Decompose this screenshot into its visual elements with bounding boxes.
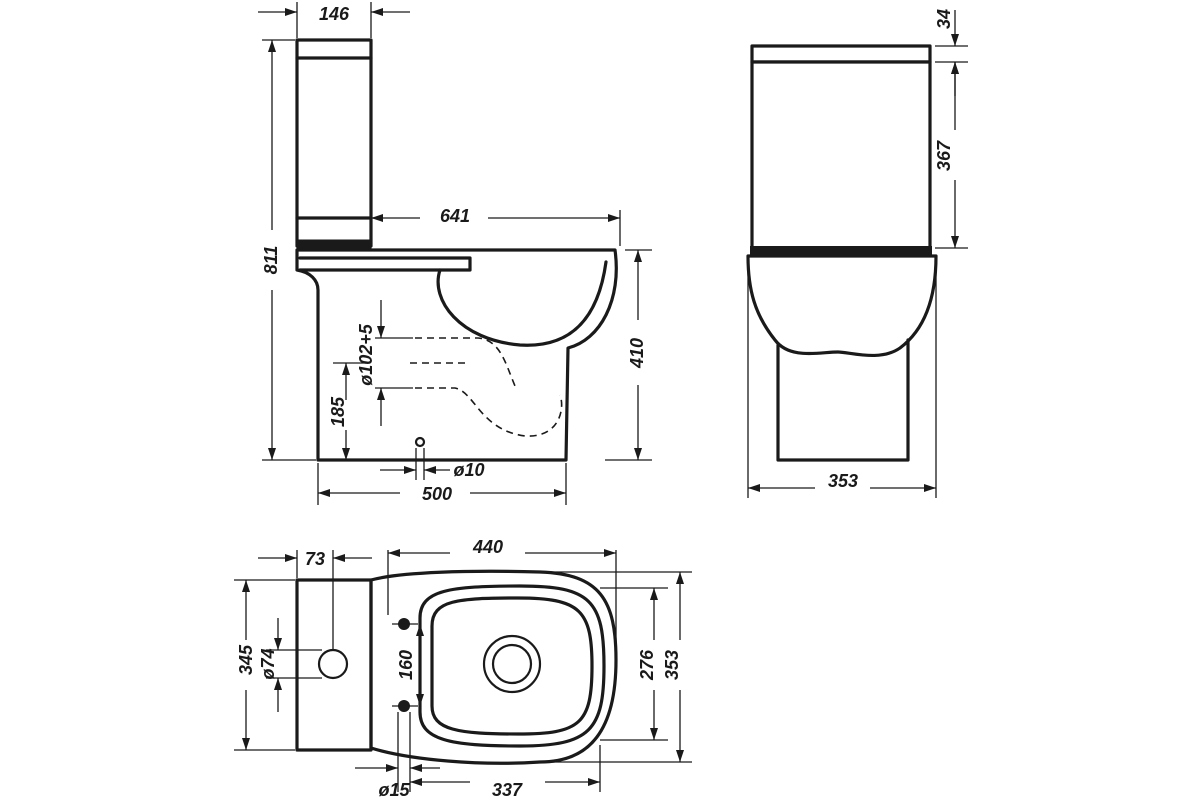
side-tank: [295, 38, 373, 248]
dim-bolt-diameter: ø15: [355, 712, 440, 800]
dim-total-height: 811: [261, 39, 316, 461]
side-fixing-hole: [414, 436, 426, 448]
dim-tank-height: 367: [934, 62, 968, 249]
dim-73-label: 73: [305, 549, 325, 569]
dim-outlet-label: ø102+5: [356, 323, 376, 386]
dim-345-label: 345: [236, 644, 256, 675]
dim-bowl-length: 440: [387, 537, 617, 655]
side-trap-dashed: [415, 337, 516, 387]
dim-bolt-to-front: 337: [410, 745, 601, 800]
dim-o15-label: ø15: [378, 780, 410, 800]
front-pedestal: [776, 338, 910, 462]
front-tank: [750, 60, 932, 250]
plan-seat-outer: [418, 584, 606, 748]
dim-160-label: 160: [396, 650, 416, 680]
dim-front-width: 353: [747, 262, 937, 498]
side-rim: [298, 256, 472, 272]
dim-146-label: 146: [319, 4, 350, 24]
dim-tank-top-depth: 73: [258, 549, 372, 650]
dim-500-label: 500: [422, 484, 452, 504]
dim-367-label: 367: [934, 140, 954, 171]
dim-410-label: 410: [627, 338, 647, 369]
dim-353-front-label: 353: [828, 471, 858, 491]
dim-fixing-hole: ø10: [380, 448, 485, 480]
side-bowl: [436, 260, 608, 347]
side-trap-dashed-2: [415, 387, 563, 437]
dim-276-label: 276: [637, 649, 657, 681]
plan-water-inlet: [317, 648, 349, 680]
plan-drain-inner: [491, 643, 533, 685]
dim-337-label: 337: [492, 780, 523, 800]
dim-tank-width: 345: [234, 579, 295, 751]
front-band: [750, 246, 932, 256]
plan-pan-outline: [369, 569, 618, 765]
dim-outlet-height: 185: [328, 362, 366, 460]
dim-o74-label: ø74: [258, 648, 278, 679]
dim-plan-width: 353: [550, 571, 692, 763]
dim-641-label: 641: [440, 206, 470, 226]
dim-water-inlet: ø74: [258, 618, 322, 712]
plan-seat-inner: [430, 596, 594, 736]
front-view: 34 367 353: [746, 9, 968, 498]
dim-seat-height: 410: [605, 249, 652, 461]
dim-34-label: 34: [934, 9, 954, 29]
dim-440-label: 440: [472, 537, 503, 557]
dim-o10-label: ø10: [453, 460, 484, 480]
plan-view: 73 440 345 ø74: [234, 537, 692, 800]
dim-353-plan-label: 353: [662, 650, 682, 680]
dim-fixing-spacing: 160: [392, 623, 424, 707]
side-pan-body: [295, 248, 618, 462]
dim-base-length: 500: [317, 463, 567, 505]
side-view: 146 811 641 410: [258, 2, 652, 505]
dim-lid-thickness: 34: [934, 9, 968, 96]
dim-inner-width: 276: [600, 587, 668, 741]
dim-185-label: 185: [328, 396, 348, 427]
front-bowl: [746, 254, 938, 358]
dim-tank-depth: 146: [258, 2, 410, 38]
dim-outlet-diameter: ø102+5: [356, 300, 413, 426]
dim-total-length: 641: [371, 206, 621, 246]
front-lid: [750, 44, 932, 64]
dim-811-label: 811: [261, 246, 281, 275]
